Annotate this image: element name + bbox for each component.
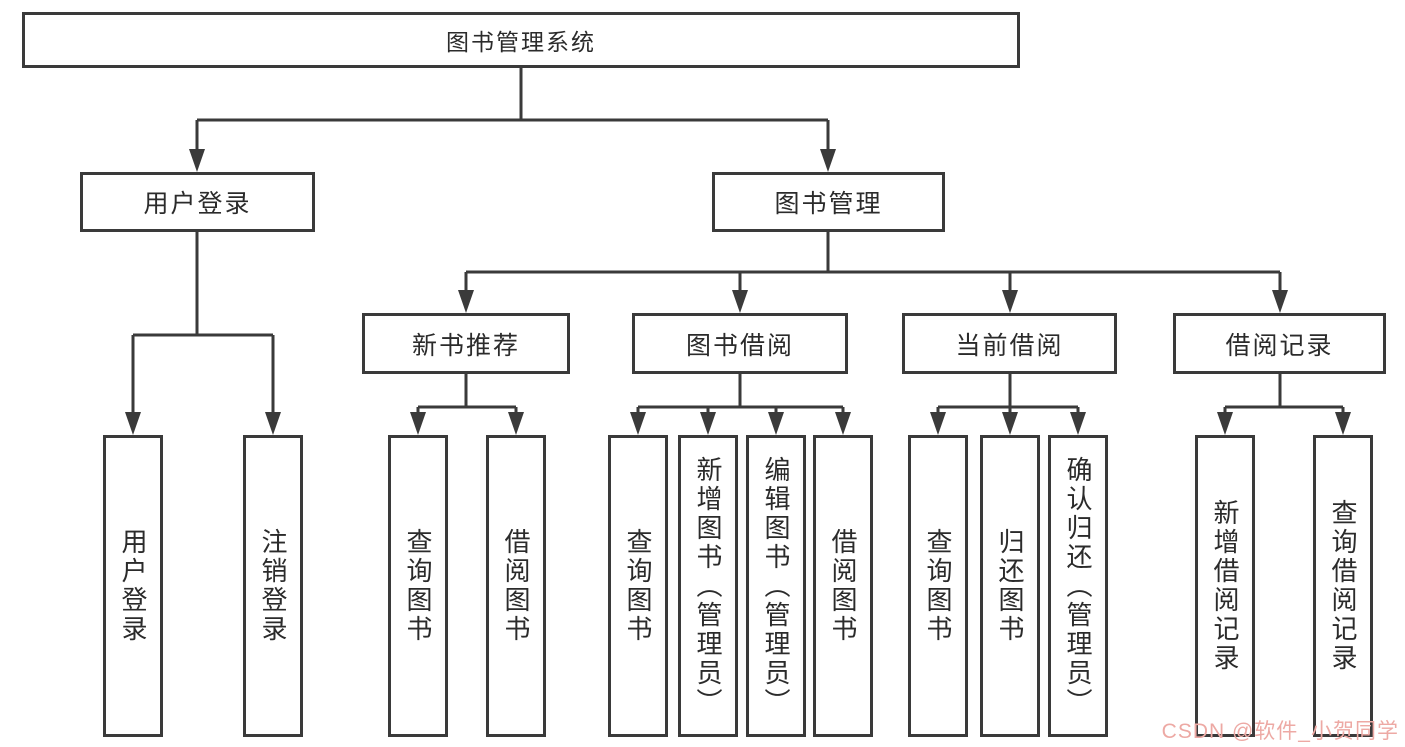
node-borrowing-records: 借阅记录	[1173, 313, 1386, 374]
node-leaf-confirm-return-admin: 确认归还（管理员）	[1048, 435, 1108, 737]
node-leaf-logout: 注销登录	[243, 435, 303, 737]
node-leaf-borrow-books-borrowing: 借阅图书	[813, 435, 873, 737]
node-leaf-return-books: 归还图书	[980, 435, 1040, 737]
node-book-management: 图书管理	[712, 172, 945, 232]
node-leaf-edit-books-admin: 编辑图书（管理员）	[746, 435, 806, 737]
watermark: CSDN @软件_小贺同学	[1161, 720, 1399, 743]
node-leaf-add-books-admin: 新增图书（管理员）	[678, 435, 738, 737]
node-user-login: 用户登录	[80, 172, 315, 232]
node-current-borrowing: 当前借阅	[902, 313, 1117, 374]
node-leaf-query-books-borrowing: 查询图书	[608, 435, 668, 737]
node-leaf-user-login: 用户登录	[103, 435, 163, 737]
node-new-book-recommendation: 新书推荐	[362, 313, 570, 374]
node-leaf-query-books-recommend: 查询图书	[388, 435, 448, 737]
node-leaf-query-books-current: 查询图书	[908, 435, 968, 737]
node-book-borrowing: 图书借阅	[632, 313, 848, 374]
node-library-management-system: 图书管理系统	[22, 12, 1020, 68]
node-leaf-borrow-books-recommend: 借阅图书	[486, 435, 546, 737]
node-leaf-query-borrow-record: 查询借阅记录	[1313, 435, 1373, 737]
node-leaf-add-borrow-record: 新增借阅记录	[1195, 435, 1255, 737]
